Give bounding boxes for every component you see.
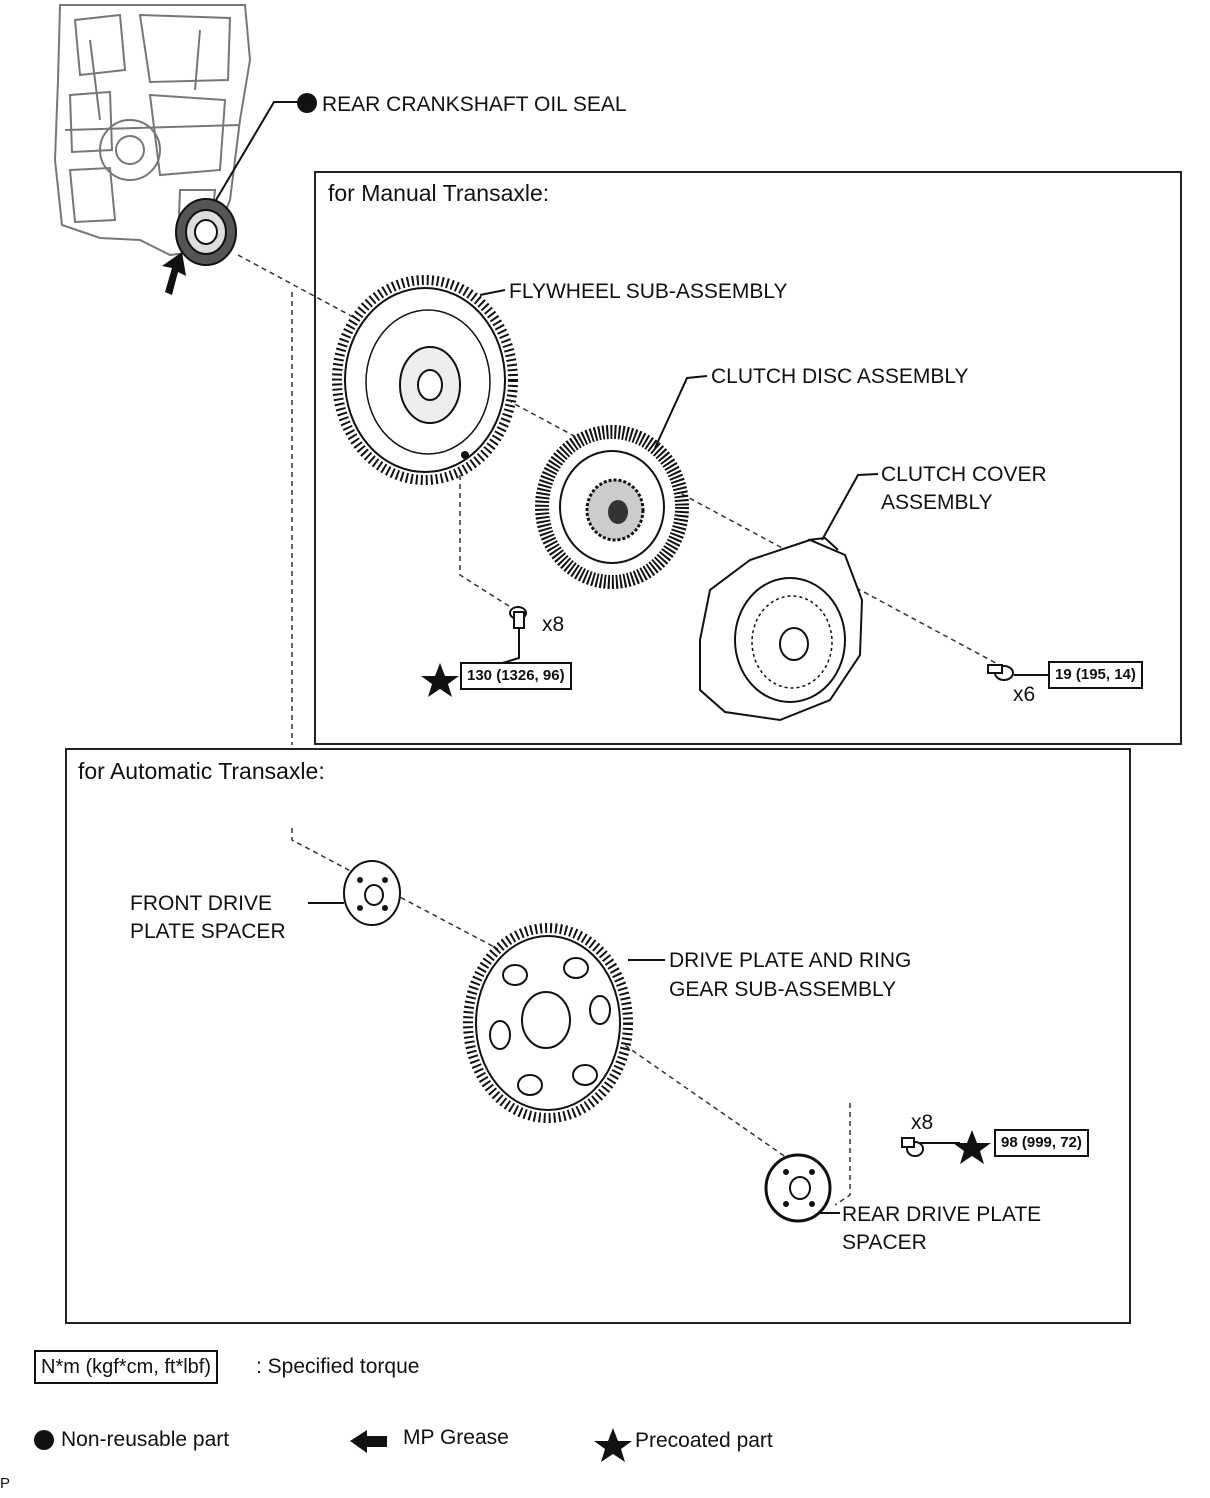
drive-plate-torque-box: 98 (999, 72) — [994, 1129, 1089, 1157]
oil-seal-icon — [175, 198, 237, 266]
legend-torque-desc: : Specified torque — [256, 1355, 420, 1378]
flywheel-label: FLYWHEEL SUB-ASSEMBLY — [509, 280, 788, 303]
drive-plate-bolt-qty: x8 — [911, 1111, 934, 1134]
flywheel-bolt-qty: x8 — [542, 613, 565, 636]
legend-precoated: Precoated part — [635, 1429, 773, 1452]
rear-spacer-label-1: REAR DRIVE PLATE — [842, 1203, 1042, 1226]
legend-mp-grease: MP Grease — [403, 1426, 509, 1449]
front-spacer-label-1: FRONT DRIVE — [130, 892, 272, 915]
drive-plate-bolt-icon — [901, 1137, 924, 1157]
front-spacer-label-2: PLATE SPACER — [130, 920, 286, 943]
flywheel-torque-box: 130 (1326, 96) — [460, 662, 572, 690]
clutch-disc-label: CLUTCH DISC ASSEMBLY — [711, 365, 969, 388]
cover-bolt-icon — [987, 664, 1014, 681]
manual-section-title: for Manual Transaxle: — [328, 180, 550, 206]
clutch-disc-icon — [535, 425, 689, 589]
automatic-transaxle-section — [65, 748, 1131, 1324]
cover-bolt-qty: x6 — [1013, 683, 1036, 706]
legend-torque-units: N*m (kgf*cm, ft*lbf) — [34, 1350, 219, 1384]
mp-grease-arrow-icon — [350, 1430, 387, 1453]
mp-grease-arrow-icon — [162, 252, 186, 295]
cover-torque-box: 19 (195, 14) — [1048, 661, 1143, 689]
flywheel-icon — [332, 275, 518, 485]
clutch-cover-icon — [699, 536, 864, 722]
footer-mark: P — [0, 1475, 11, 1492]
rear-spacer-icon — [764, 1153, 832, 1223]
precoated-star-icon — [953, 1130, 991, 1164]
precoated-star-icon — [594, 1428, 632, 1462]
rear-spacer-label-2: SPACER — [842, 1231, 927, 1254]
clutch-cover-label-1: CLUTCH COVER — [881, 463, 1047, 486]
front-spacer-icon — [343, 860, 401, 926]
non-reusable-dot-icon — [34, 1430, 54, 1450]
automatic-section-title: for Automatic Transaxle: — [78, 758, 325, 784]
precoated-star-icon — [421, 663, 459, 697]
drive-plate-icon — [463, 923, 633, 1123]
manual-transaxle-section — [314, 171, 1182, 745]
legend-non-reusable: Non-reusable part — [61, 1428, 230, 1451]
clutch-cover-label-2: ASSEMBLY — [881, 491, 993, 514]
drive-plate-label-2: GEAR SUB-ASSEMBLY — [669, 978, 897, 1001]
drive-plate-label-1: DRIVE PLATE AND RING — [669, 949, 912, 972]
oil-seal-label: REAR CRANKSHAFT OIL SEAL — [322, 93, 627, 116]
engine-block-icon — [53, 4, 252, 257]
